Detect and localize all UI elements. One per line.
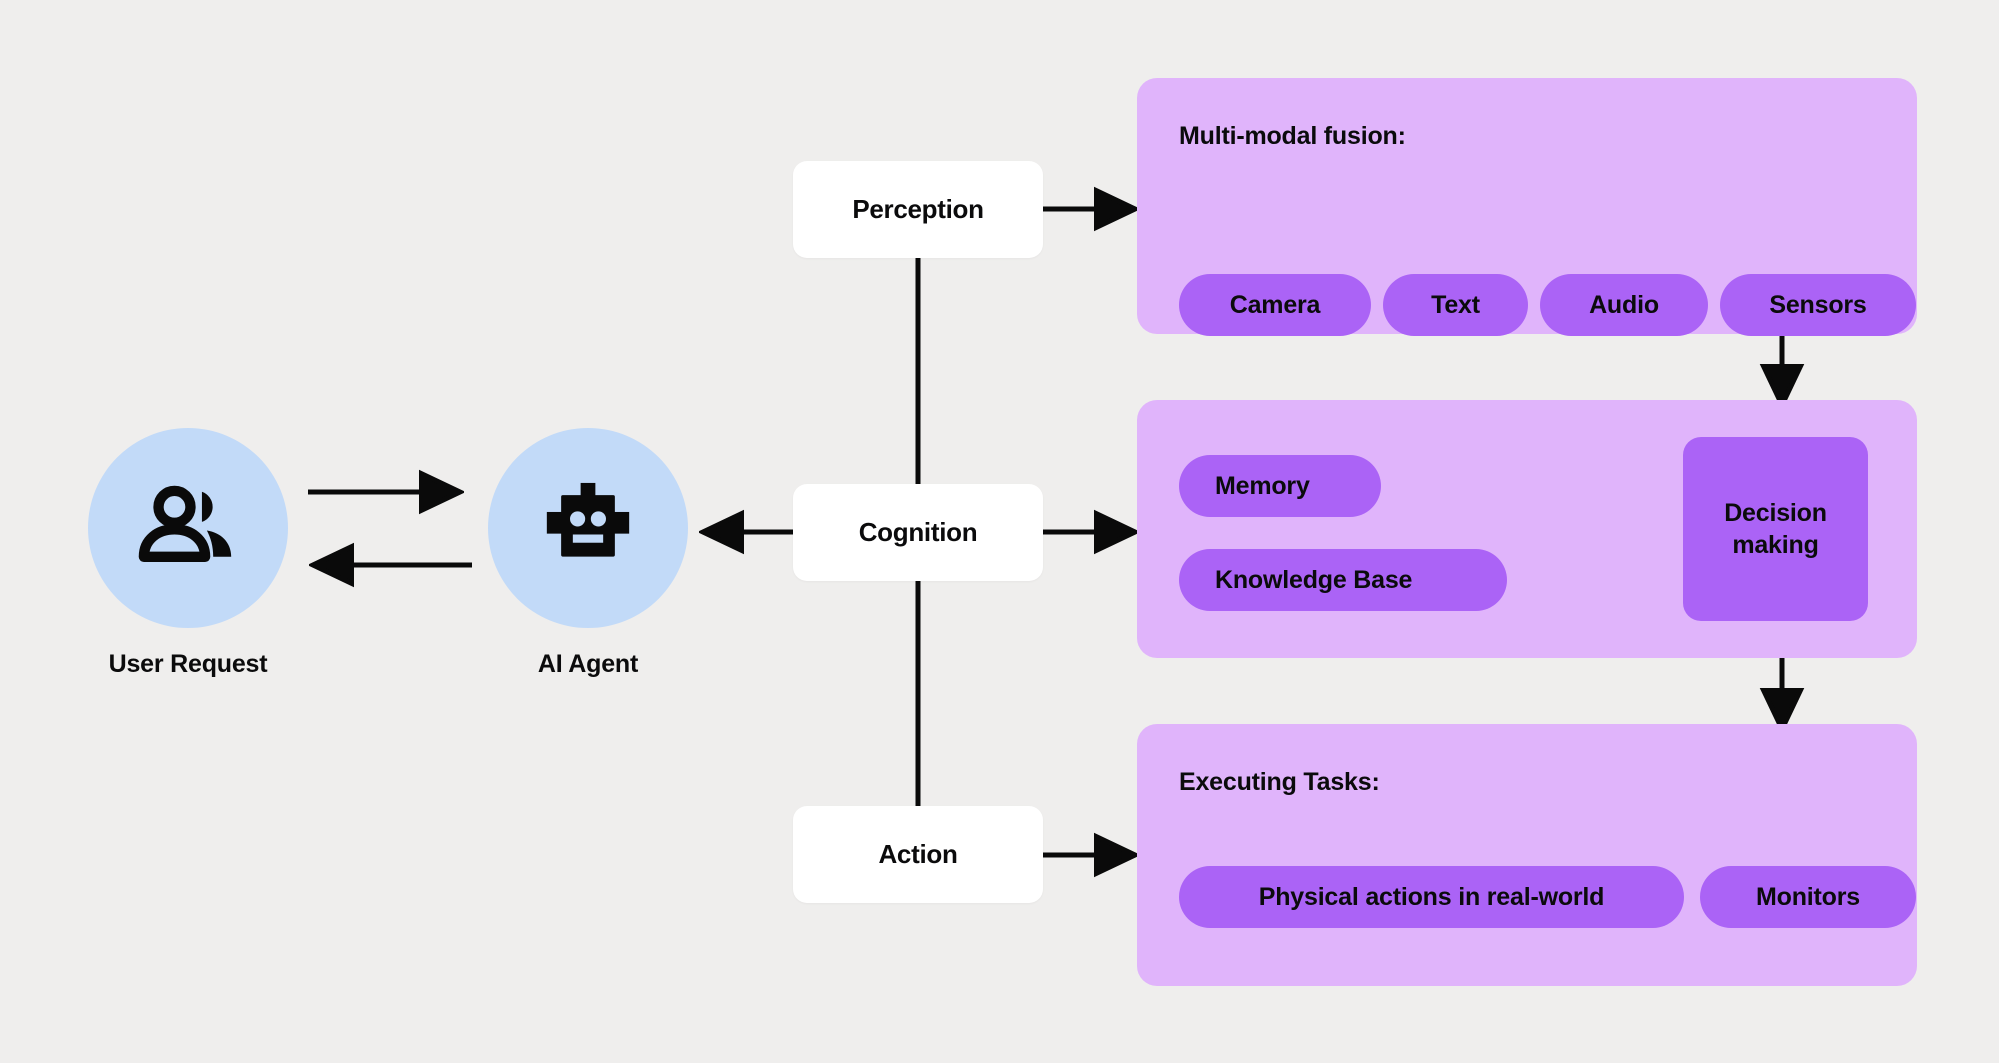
pill-monitors[interactable]: Monitors bbox=[1700, 866, 1916, 928]
node-decision-making[interactable]: Decision making bbox=[1683, 437, 1868, 621]
users-icon bbox=[138, 485, 232, 562]
pill-knowledge-base[interactable]: Knowledge Base bbox=[1179, 549, 1507, 611]
panel-action-title: Executing Tasks: bbox=[1179, 768, 1380, 796]
ai-agent-label: AI Agent bbox=[537, 650, 639, 678]
node-ai-agent[interactable]: AI Agent bbox=[488, 428, 688, 679]
stage-box-cognition[interactable]: Cognition bbox=[793, 484, 1043, 581]
decision-making-line-2: making bbox=[1732, 531, 1819, 559]
pill-text[interactable]: Text bbox=[1383, 274, 1528, 336]
pill-monitors-label: Monitors bbox=[1756, 882, 1860, 911]
pill-sensors[interactable]: Sensors bbox=[1720, 274, 1916, 336]
pill-sensors-label: Sensors bbox=[1769, 290, 1867, 319]
panel-cognition: Memory Knowledge Base Decision making bbox=[1137, 400, 1917, 658]
pill-knowledge-base-label: Knowledge Base bbox=[1215, 565, 1413, 594]
pill-physical-actions[interactable]: Physical actions in real-world bbox=[1179, 866, 1684, 928]
pill-memory-label: Memory bbox=[1215, 471, 1310, 500]
panel-action: Executing Tasks: Physical actions in rea… bbox=[1137, 724, 1917, 986]
stage-label-cognition: Cognition bbox=[858, 517, 978, 547]
pill-camera-label: Camera bbox=[1229, 290, 1321, 319]
pill-audio[interactable]: Audio bbox=[1540, 274, 1708, 336]
pill-audio-label: Audio bbox=[1589, 290, 1659, 319]
decision-making-line-1: Decision bbox=[1724, 499, 1827, 527]
panel-perception-title: Multi-modal fusion: bbox=[1179, 122, 1406, 150]
node-user-request[interactable]: User Request bbox=[88, 428, 288, 679]
stage-box-action[interactable]: Action bbox=[793, 806, 1043, 903]
panel-perception: Multi-modal fusion: Camera Text Audio Se… bbox=[1137, 78, 1917, 336]
ai-agent-circle bbox=[488, 428, 688, 628]
user-request-circle bbox=[88, 428, 288, 628]
pill-text-label: Text bbox=[1431, 290, 1480, 319]
stage-label-action: Action bbox=[878, 839, 958, 869]
pill-camera[interactable]: Camera bbox=[1179, 274, 1371, 336]
pill-memory[interactable]: Memory bbox=[1179, 455, 1381, 517]
stage-label-perception: Perception bbox=[852, 194, 984, 224]
stage-box-perception[interactable]: Perception bbox=[793, 161, 1043, 258]
user-request-label: User Request bbox=[108, 650, 268, 678]
robot-icon bbox=[546, 482, 630, 557]
pill-physical-actions-label: Physical actions in real-world bbox=[1258, 882, 1605, 911]
